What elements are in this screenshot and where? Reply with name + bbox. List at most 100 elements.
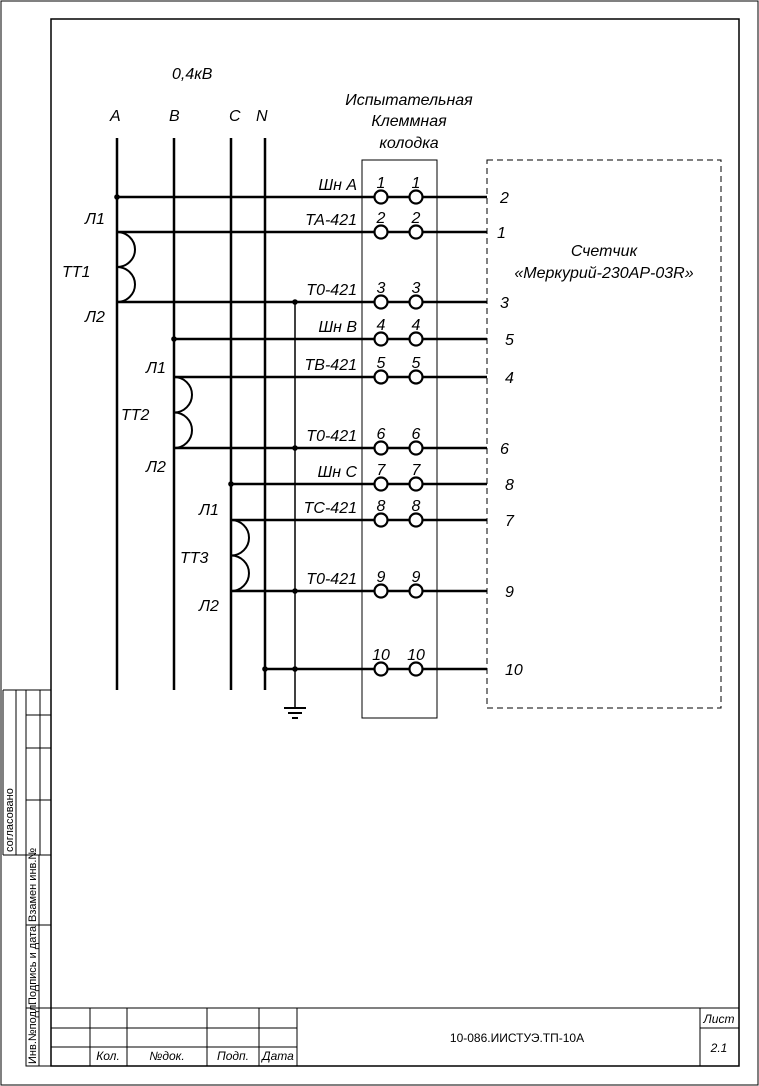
terminal-number-right: 7	[412, 462, 422, 479]
terminal-number-left: 9	[377, 569, 386, 586]
wire-label: Т0-421	[306, 282, 357, 299]
phase-b-label: B	[169, 108, 180, 125]
stamp-sign-date: Подпись и дата	[27, 925, 39, 1005]
tb-ndok: №док.	[149, 1049, 184, 1063]
wire-label: ТА-421	[305, 212, 357, 229]
terminal-number-right: 4	[412, 317, 421, 334]
terminal-number-left: 6	[377, 426, 386, 443]
ct-coils	[116, 231, 250, 592]
ct1-l2-label: Л2	[84, 309, 105, 326]
meter-terminal-number: 4	[505, 370, 514, 387]
terminal-right	[408, 294, 424, 310]
terminal-left	[373, 369, 389, 385]
terminal-row: ТА-421 2 2 1	[305, 210, 506, 242]
meter-terminal-number: 7	[505, 513, 515, 530]
ct1-label: ТТ1	[62, 264, 90, 281]
wire-label: Т0-421	[306, 428, 357, 445]
phase-n-label: N	[256, 108, 268, 125]
side-stamp	[2, 689, 52, 1067]
meter-box	[486, 159, 722, 709]
terminal-left	[373, 189, 389, 205]
junction-dots	[114, 194, 298, 672]
terminal-block-title-2: Клеммная	[371, 113, 447, 130]
terminal-block-box	[361, 159, 438, 719]
terminal-number-right: 6	[412, 426, 421, 443]
tb-kol: Кол.	[96, 1049, 120, 1063]
terminal-number-right: 2	[411, 210, 421, 227]
terminal-left	[373, 224, 389, 240]
wire-label: ТВ-421	[305, 357, 357, 374]
terminal-right	[408, 661, 424, 677]
terminal-block-title-3: колодка	[379, 135, 438, 152]
tb-sheet-num: 2.1	[710, 1041, 728, 1055]
terminal-number-right: 5	[412, 355, 421, 372]
ct2-label: ТТ2	[121, 407, 150, 424]
wire-label: Т0-421	[306, 571, 357, 588]
ct3-l2-label: Л2	[198, 598, 219, 615]
ct3-l1-label: Л1	[198, 502, 219, 519]
wires	[117, 195, 487, 671]
terminal-number-left: 8	[377, 498, 386, 515]
terminal-right	[408, 224, 424, 240]
terminal-number-left: 4	[377, 317, 386, 334]
terminal-number-left: 10	[372, 647, 390, 664]
title-block	[51, 1007, 739, 1066]
meter-terminal-number: 8	[505, 477, 514, 494]
meter-title-1: Счетчик	[571, 243, 639, 260]
stamp-inv-replace: Взамен инв.№	[27, 848, 39, 922]
meter-terminal-number: 6	[500, 441, 509, 458]
tb-podp: Подп.	[217, 1049, 249, 1063]
terminal-number-right: 8	[412, 498, 421, 515]
meter-terminal-number: 5	[505, 332, 514, 349]
terminal-row: Т0-421 6 6 6	[306, 426, 509, 458]
terminal-number-right: 9	[412, 569, 421, 586]
tb-sheet-label: Лист	[703, 1012, 735, 1026]
wire-label: Шн В	[318, 319, 357, 336]
phase-a-label: A	[109, 108, 121, 125]
terminal-row: ТС-421 8 8 7	[304, 498, 515, 530]
terminal-number-left: 1	[377, 175, 386, 192]
terminal-right	[408, 189, 424, 205]
terminal-left	[373, 331, 389, 347]
ct1-l1-label: Л1	[84, 211, 105, 228]
meter-title-2: «Меркурий-230АР-03R»	[514, 265, 693, 282]
meter-terminal-number: 3	[500, 295, 509, 312]
phase-c-label: C	[229, 108, 241, 125]
bus-bars	[115, 138, 267, 690]
wire-label: Шн С	[317, 464, 357, 481]
stamp-agreed: согласовано	[4, 788, 16, 852]
ct2-l1-label: Л1	[145, 360, 166, 377]
meter-terminal-number: 1	[497, 225, 506, 242]
terminal-right	[408, 583, 424, 599]
terminal-right	[408, 369, 424, 385]
meter-terminal-number: 2	[499, 190, 509, 207]
ct2-l2-label: Л2	[145, 459, 166, 476]
terminal-number-right: 10	[407, 647, 425, 664]
terminal-left	[373, 661, 389, 677]
terminal-number-left: 3	[377, 280, 386, 297]
terminal-left	[373, 583, 389, 599]
drawing-frame	[50, 18, 740, 1067]
terminal-left	[373, 476, 389, 492]
ct3-label: ТТ3	[180, 550, 209, 567]
terminal-right	[408, 476, 424, 492]
terminal-left	[373, 512, 389, 528]
common-return	[284, 301, 306, 719]
terminal-left	[373, 440, 389, 456]
voltage-label: 0,4кВ	[172, 66, 213, 83]
tb-data: Дата	[260, 1049, 294, 1063]
terminal-number-left: 2	[376, 210, 386, 227]
terminal-left	[373, 294, 389, 310]
terminal-right	[408, 440, 424, 456]
wire-label: ТС-421	[304, 500, 357, 517]
terminal-row: Шн В 4 4 5	[318, 317, 514, 349]
